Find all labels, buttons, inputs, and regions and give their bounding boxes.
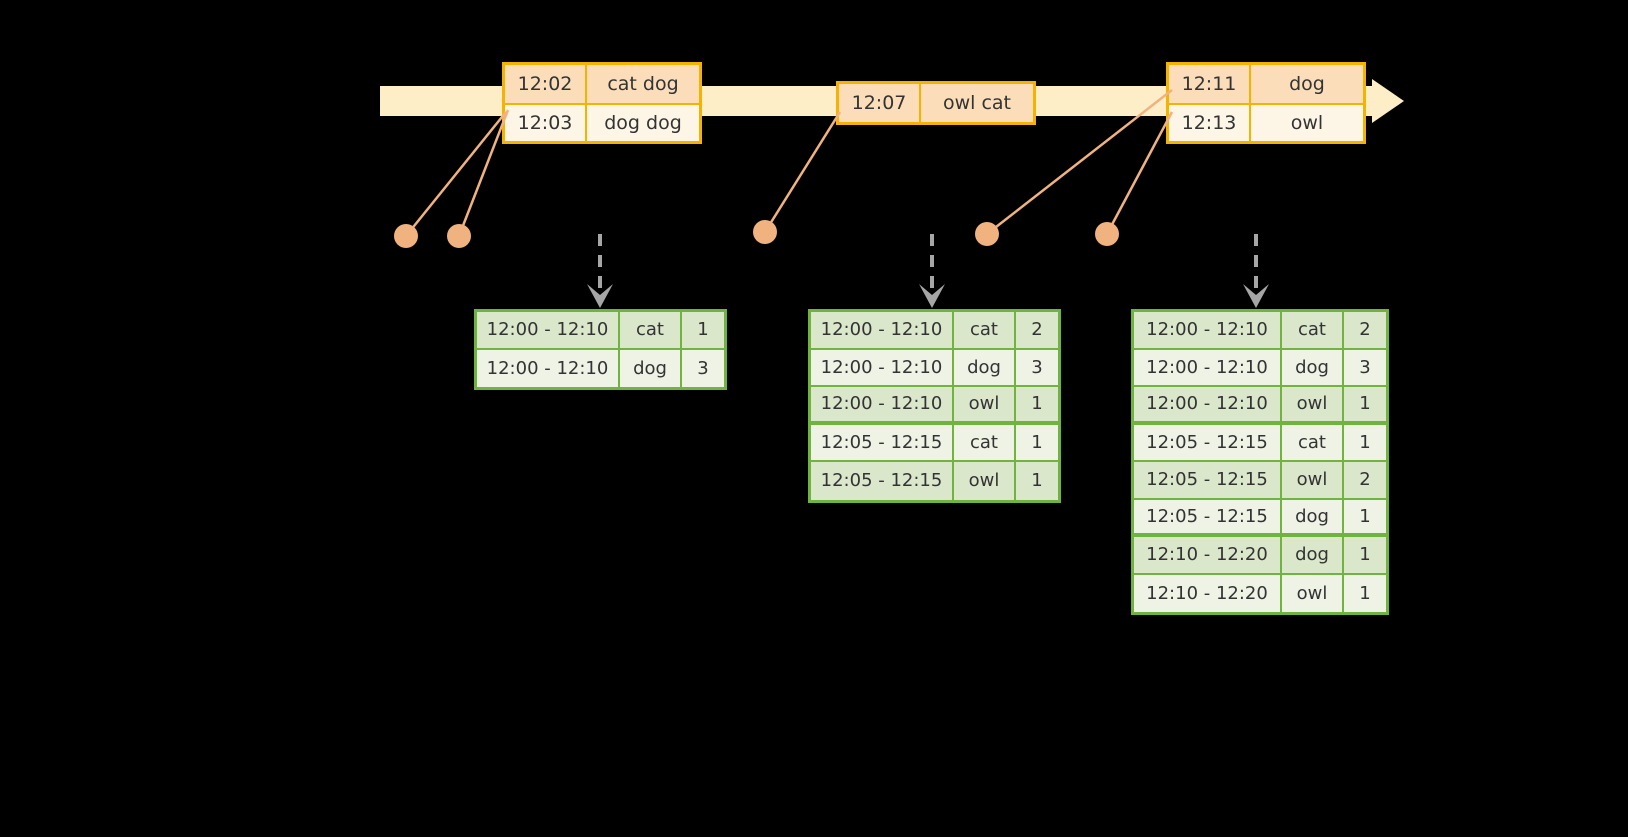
key-cell: dog xyxy=(620,349,682,387)
window-cell: 12:00 - 12:10 xyxy=(1134,349,1282,385)
connector-dot-12-03-line xyxy=(457,109,510,237)
count-cell: 3 xyxy=(1359,356,1371,378)
key-cell: dog xyxy=(1282,537,1344,573)
window-cell: 12:00 - 12:10 xyxy=(811,312,954,348)
event-group-2: 12:07 owl cat xyxy=(836,81,1036,125)
connector-dot-12-07 xyxy=(753,220,777,244)
key-cell: dog xyxy=(1282,349,1344,385)
key-cell: cat xyxy=(1282,424,1344,460)
event-words: owl cat xyxy=(942,92,1012,114)
count-cell: 1 xyxy=(1031,393,1043,415)
key-cell: owl xyxy=(1282,387,1344,421)
count-cell: 3 xyxy=(1031,356,1043,378)
key-cell: owl xyxy=(1282,462,1344,498)
event-row: 12:02 cat dog xyxy=(505,65,699,103)
event-time: 12:13 xyxy=(1169,105,1251,141)
event-row: 12:07 owl cat xyxy=(839,84,1033,122)
event-group-3: 12:11 dog 12:13 owl xyxy=(1166,62,1366,144)
connector-dot-12-13 xyxy=(1095,222,1119,246)
connector-dot-12-02-line xyxy=(405,111,507,237)
key-cell: cat xyxy=(954,312,1016,348)
key-cell: dog xyxy=(954,349,1016,385)
count-cell: 1 xyxy=(1359,431,1371,453)
event-group-1: 12:02 cat dog 12:03 dog dog xyxy=(502,62,702,144)
event-row: 12:03 dog dog xyxy=(505,103,699,141)
connector-dot-12-11 xyxy=(975,222,999,246)
key-cell: cat xyxy=(954,424,1016,460)
connector-dot-12-13-line xyxy=(1105,111,1174,235)
event-row: 12:11 dog xyxy=(1169,65,1363,103)
event-words: owl xyxy=(1290,112,1324,134)
event-time: 12:11 xyxy=(1169,65,1251,103)
count-cell: 1 xyxy=(1031,431,1043,453)
key-cell: owl xyxy=(954,462,1016,500)
event-time: 12:03 xyxy=(505,105,587,141)
window-cell: 12:10 - 12:20 xyxy=(1134,537,1282,573)
window-cell: 12:00 - 12:10 xyxy=(477,312,620,348)
event-words: dog xyxy=(1289,73,1325,95)
window-cell: 12:10 - 12:20 xyxy=(1134,574,1282,612)
connector-dot-12-07-line xyxy=(763,111,842,233)
connector-dot-12-02 xyxy=(394,224,418,248)
window-cell: 12:05 - 12:15 xyxy=(811,462,954,500)
window-cell: 12:00 - 12:10 xyxy=(1134,387,1282,421)
connector-dot-12-03 xyxy=(447,224,471,248)
timeline-arrowhead-icon xyxy=(1372,79,1404,123)
window-cell: 12:05 - 12:15 xyxy=(1134,424,1282,460)
window-cell: 12:00 - 12:10 xyxy=(477,349,620,387)
key-cell: owl xyxy=(1282,574,1344,612)
count-cell: 2 xyxy=(1359,319,1371,341)
event-time: 12:02 xyxy=(505,65,587,103)
count-cell: 1 xyxy=(1359,582,1371,604)
count-cell: 1 xyxy=(1031,470,1043,492)
count-cell: 1 xyxy=(1359,544,1371,566)
window-cell: 12:00 - 12:10 xyxy=(811,349,954,385)
key-cell: dog xyxy=(1282,499,1344,533)
flow-arrow-to-table-3-head-icon xyxy=(1243,284,1269,308)
flow-arrow-to-table-2-head-icon xyxy=(919,284,945,308)
count-cell: 1 xyxy=(697,319,709,341)
count-cell: 3 xyxy=(697,357,709,379)
window-cell: 12:00 - 12:10 xyxy=(1134,312,1282,348)
window-cell: 12:05 - 12:15 xyxy=(811,424,954,460)
event-words: cat dog xyxy=(607,73,679,95)
event-words: dog dog xyxy=(604,112,682,134)
count-cell: 1 xyxy=(1359,393,1371,415)
window-cell: 12:05 - 12:15 xyxy=(1134,462,1282,498)
key-cell: cat xyxy=(620,312,682,348)
count-cell: 1 xyxy=(1359,505,1371,527)
window-cell: 12:05 - 12:15 xyxy=(1134,499,1282,533)
count-cell: 2 xyxy=(1031,319,1043,341)
flow-arrow-to-table-1-head-icon xyxy=(587,284,613,308)
event-time: 12:07 xyxy=(839,84,921,122)
key-cell: cat xyxy=(1282,312,1344,348)
window-cell: 12:00 - 12:10 xyxy=(811,387,954,421)
event-row: 12:13 owl xyxy=(1169,103,1363,141)
count-cell: 2 xyxy=(1359,469,1371,491)
key-cell: owl xyxy=(954,387,1016,421)
